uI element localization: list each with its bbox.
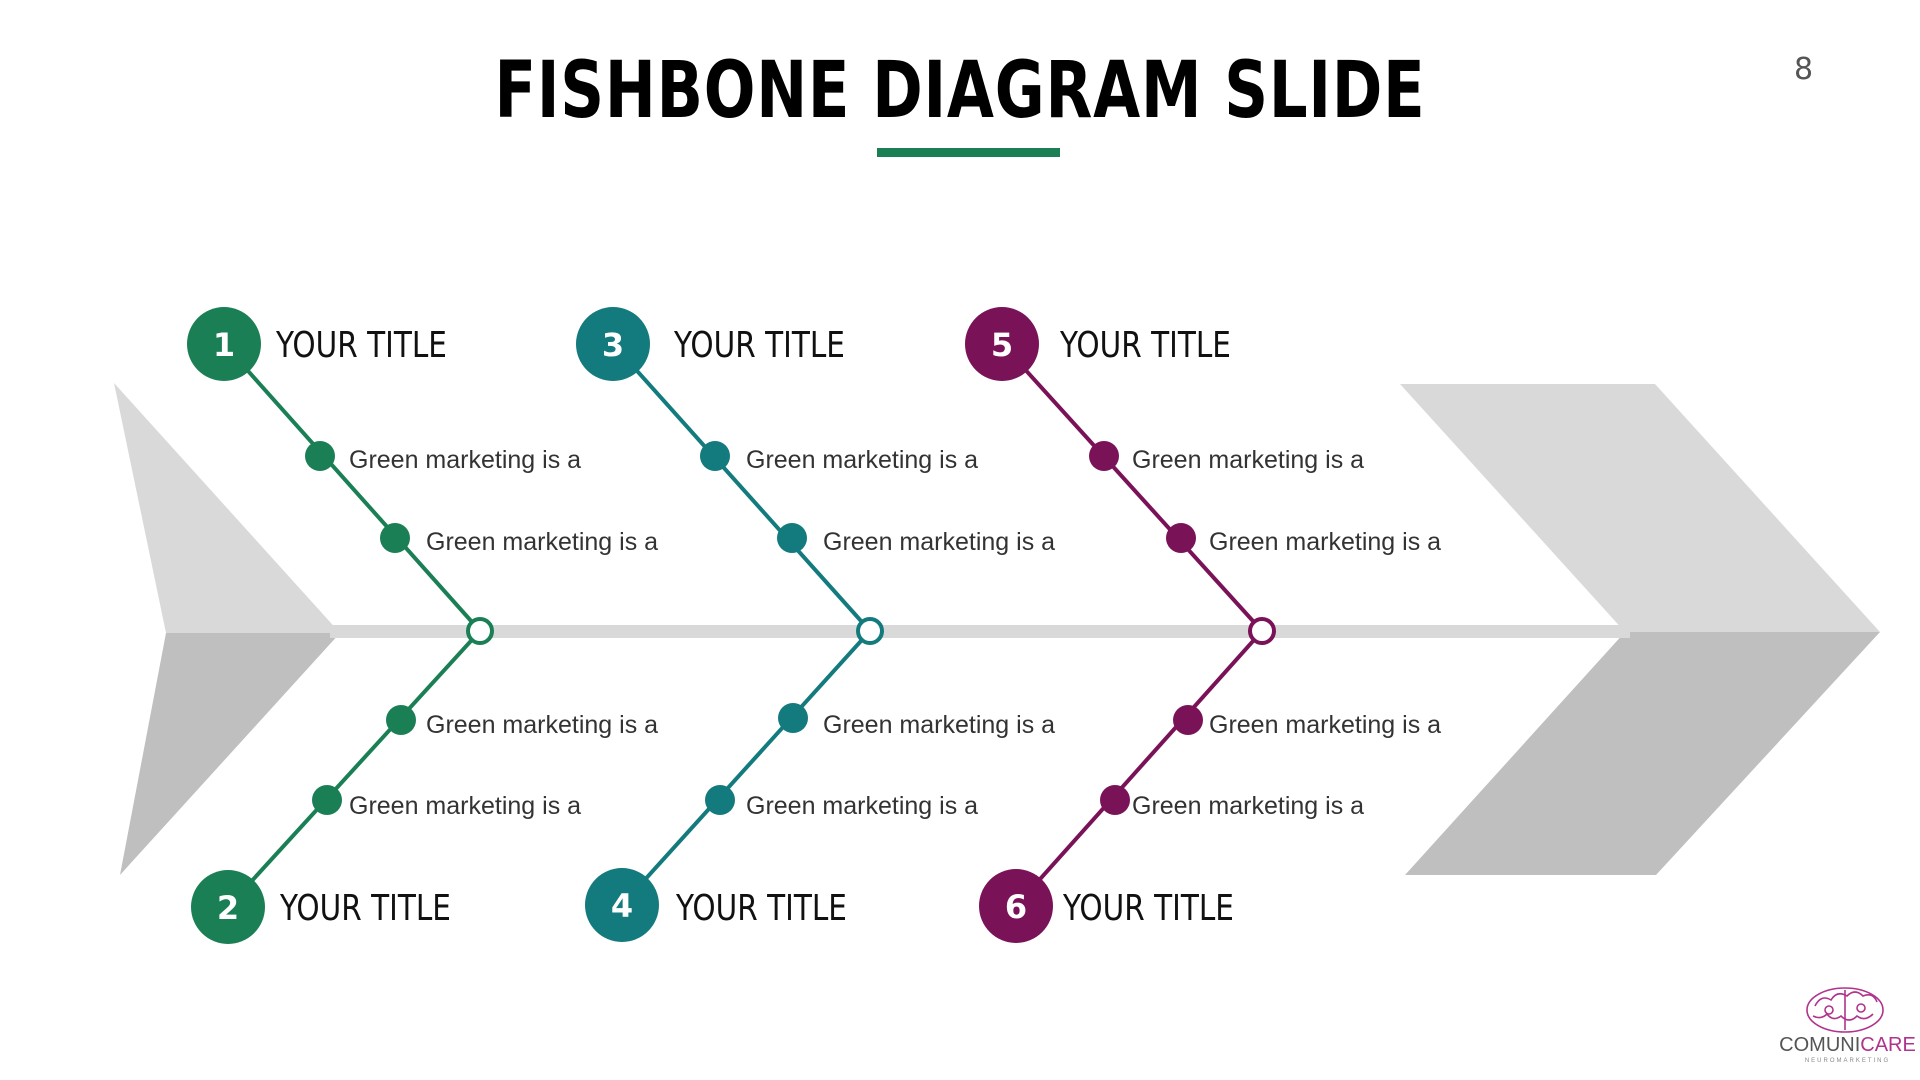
logo-wordmark: COMUNICARE xyxy=(1775,1034,1920,1057)
branch-2-number: 2 xyxy=(217,889,239,927)
branch-1-node-b xyxy=(380,523,410,553)
brain-icon xyxy=(1806,987,1884,1033)
branch-3-node-a xyxy=(700,441,730,471)
branch-2-title: YOUR TITLE xyxy=(279,886,451,929)
branch-4-item-1: Green marketing is a xyxy=(823,711,1055,739)
branch-4-node-b xyxy=(705,785,735,815)
branch-2-item-1: Green marketing is a xyxy=(426,711,658,739)
branch-2-item-2: Green marketing is a xyxy=(349,792,581,820)
branch-2-badge xyxy=(191,870,265,944)
head-upper xyxy=(1400,384,1880,632)
page-number: 8 xyxy=(1794,52,1814,87)
branch-1-badge xyxy=(187,307,261,381)
branch-5-node-a xyxy=(1089,441,1119,471)
page-title: FISHBONE DIAGRAM SLIDE xyxy=(494,46,1426,136)
branch-1-item-1: Green marketing is a xyxy=(349,446,581,474)
branch-1: Green marketing is a Green marketing is … xyxy=(187,307,658,633)
tail-lower xyxy=(120,633,340,875)
branch-1-item-2: Green marketing is a xyxy=(426,528,658,556)
logo-name-part2: CARE xyxy=(1860,1034,1916,1056)
junction-1 xyxy=(466,617,494,645)
branch-3: Green marketing is a Green marketing is … xyxy=(576,307,1055,633)
branch-1-node-a xyxy=(305,441,335,471)
branch-4-title: YOUR TITLE xyxy=(675,886,847,929)
branch-2-node-b xyxy=(312,785,342,815)
branch-5-number: 5 xyxy=(991,326,1013,364)
branch-6-item-2: Green marketing is a xyxy=(1132,792,1364,820)
branch-5-badge xyxy=(965,307,1039,381)
branch-6-title: YOUR TITLE xyxy=(1062,886,1234,929)
junction-3 xyxy=(1248,617,1276,645)
junction-2 xyxy=(856,617,884,645)
head-lower xyxy=(1405,632,1880,875)
branch-5: Green marketing is a Green marketing is … xyxy=(965,307,1441,633)
spine xyxy=(330,625,1630,638)
logo-name-part1: COMUNI xyxy=(1779,1034,1861,1056)
branch-5-node-b xyxy=(1166,523,1196,553)
company-logo: COMUNICARE NEUROMARKETING xyxy=(1775,984,1916,1064)
tail-upper xyxy=(114,383,340,633)
branch-1-number: 1 xyxy=(213,326,235,364)
branch-6-item-1: Green marketing is a xyxy=(1209,711,1441,739)
branch-6-badge xyxy=(979,869,1053,943)
branch-4-item-2: Green marketing is a xyxy=(746,792,978,820)
branch-3-title: YOUR TITLE xyxy=(673,323,845,366)
branch-4-number: 4 xyxy=(611,887,633,925)
branch-4-node-a xyxy=(778,703,808,733)
branch-4-badge xyxy=(585,868,659,942)
branch-3-item-1: Green marketing is a xyxy=(746,446,978,474)
logo-tagline: NEUROMARKETING xyxy=(1804,1058,1891,1064)
branch-5-item-2: Green marketing is a xyxy=(1209,528,1441,556)
branch-1-title: YOUR TITLE xyxy=(275,323,447,366)
branch-3-node-b xyxy=(777,523,807,553)
branch-6-number: 6 xyxy=(1005,888,1027,926)
branch-5-title: YOUR TITLE xyxy=(1059,323,1231,366)
branch-3-number: 3 xyxy=(602,326,624,364)
branch-5-item-1: Green marketing is a xyxy=(1132,446,1364,474)
branch-6-node-b xyxy=(1100,785,1130,815)
branch-2: Green marketing is a Green marketing is … xyxy=(191,629,658,944)
branch-3-item-2: Green marketing is a xyxy=(823,528,1055,556)
branch-6: Green marketing is a Green marketing is … xyxy=(979,629,1441,943)
branch-4: Green marketing is a Green marketing is … xyxy=(585,629,1055,942)
title-underline xyxy=(877,148,1060,157)
branch-2-node-a xyxy=(386,705,416,735)
branch-6-node-a xyxy=(1173,705,1203,735)
branch-3-badge xyxy=(576,307,650,381)
